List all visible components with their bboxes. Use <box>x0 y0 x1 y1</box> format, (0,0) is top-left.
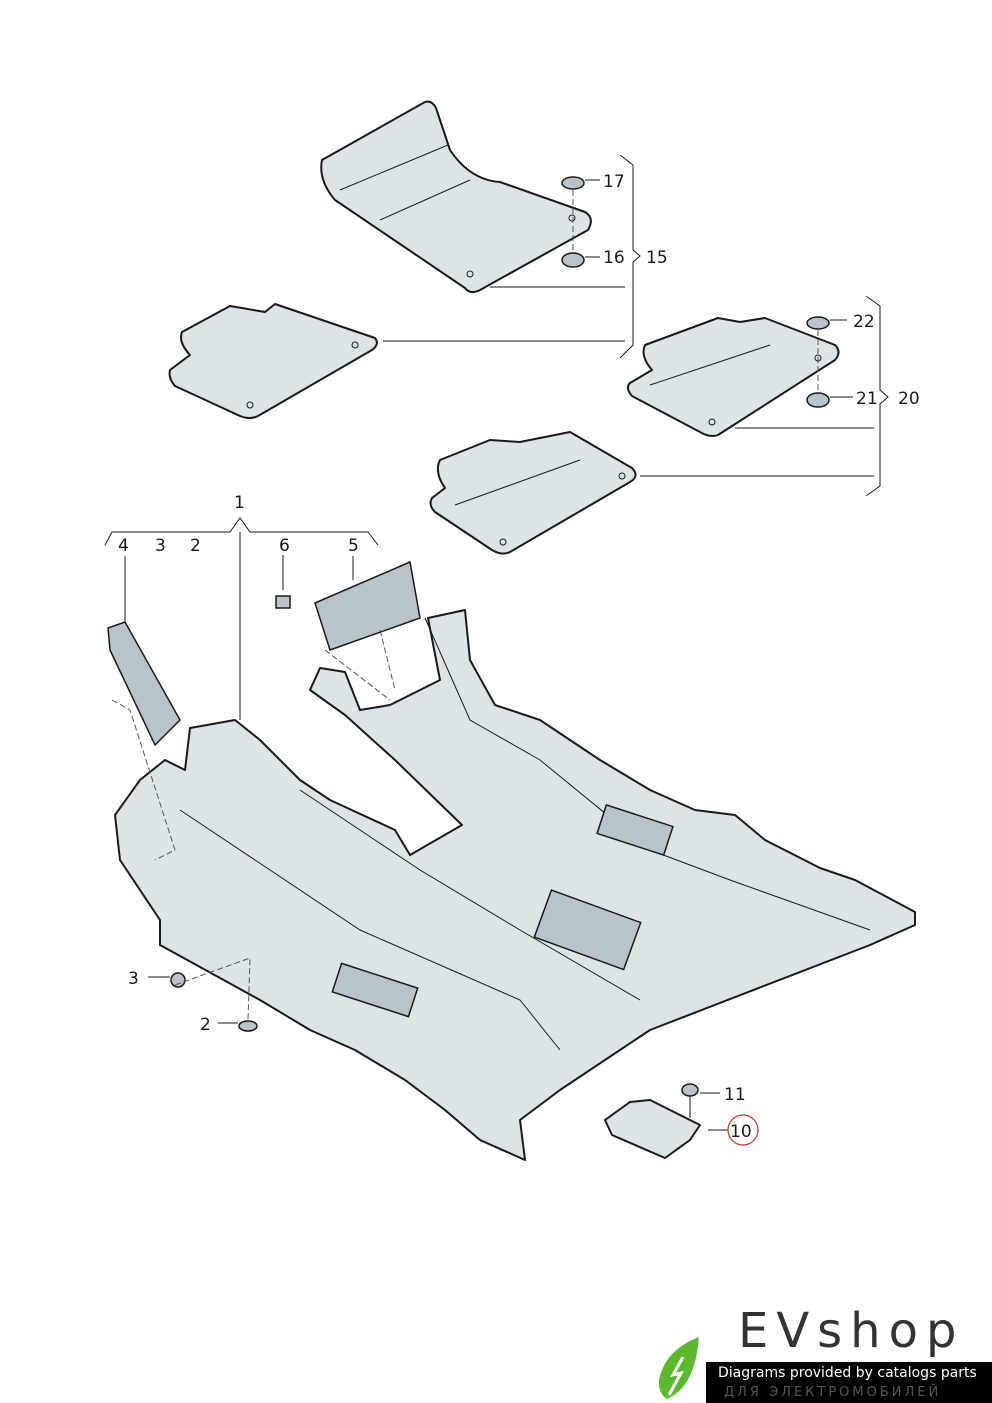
callout-15: 15 <box>646 248 668 268</box>
callout-3: 3 <box>155 536 166 556</box>
floor-carpet[interactable] <box>114 609 916 1161</box>
fastener-3[interactable] <box>170 972 186 988</box>
callout-6: 6 <box>279 536 290 556</box>
highlight-ring-10 <box>727 1114 759 1146</box>
callout-11: 11 <box>724 1085 746 1105</box>
callout-17: 17 <box>603 172 625 192</box>
callout-5: 5 <box>348 536 359 556</box>
callout-2: 2 <box>190 536 201 556</box>
fastener-22[interactable] <box>806 316 830 330</box>
fastener-2[interactable] <box>238 1020 258 1032</box>
clip-11[interactable] <box>681 1083 699 1097</box>
insulation-panel-5[interactable] <box>314 560 421 651</box>
cover-plate-10[interactable] <box>604 1099 701 1159</box>
fastener-17[interactable] <box>561 176 585 190</box>
callout-10[interactable]: 10 <box>730 1122 752 1142</box>
fastener-21[interactable] <box>806 392 830 408</box>
insulation-panel-4[interactable] <box>107 621 181 747</box>
callout-2: 2 <box>200 1015 211 1035</box>
callout-1: 1 <box>234 493 245 513</box>
floor-mat-rear-left[interactable] <box>168 303 378 419</box>
callout-16: 16 <box>603 248 625 268</box>
floor-mat-front-right[interactable] <box>626 317 840 437</box>
brand-logo-text: EVshop <box>738 1303 965 1359</box>
fastener-16[interactable] <box>561 252 585 268</box>
callout-3: 3 <box>128 969 139 989</box>
leaf-logo-icon <box>658 1337 699 1399</box>
watermark-tagline: Diagrams provided by catalogs parts <box>718 1365 977 1381</box>
callout-4: 4 <box>118 536 129 556</box>
watermark-banner: Diagrams provided by catalogs parts ДЛЯ … <box>706 1362 992 1403</box>
callout-20: 20 <box>898 389 920 409</box>
watermark-subtitle: ДЛЯ ЭЛЕКТРОМОБИЛЕЙ <box>724 1385 942 1400</box>
floor-mat-front-left[interactable] <box>320 100 592 294</box>
callout-21: 21 <box>856 389 878 409</box>
floor-mat-rear-right[interactable] <box>429 431 637 555</box>
callout-22: 22 <box>853 312 875 332</box>
clip-6[interactable] <box>275 595 291 609</box>
